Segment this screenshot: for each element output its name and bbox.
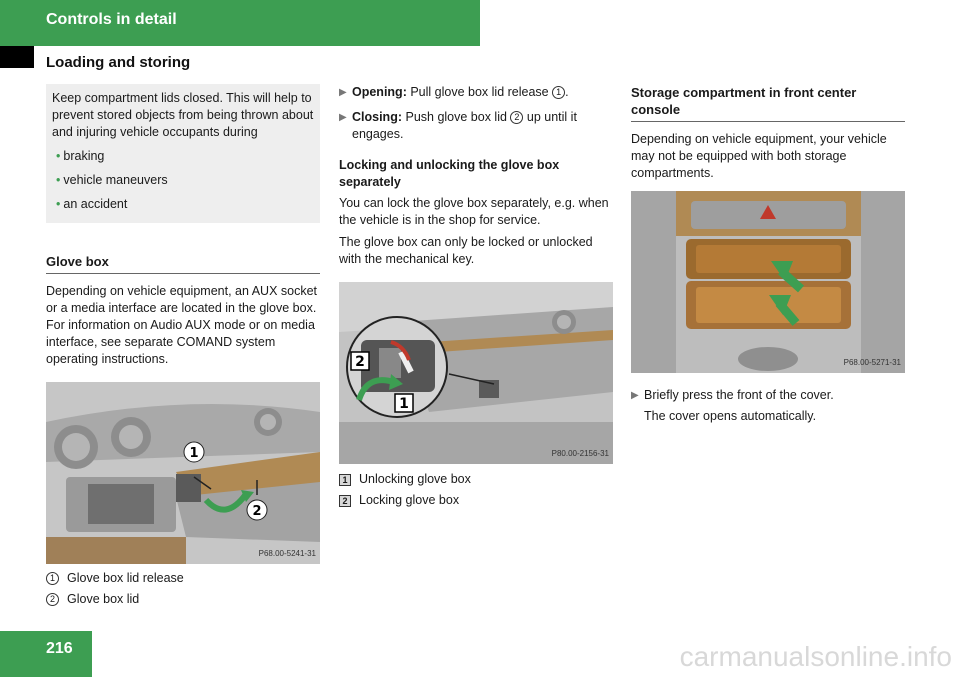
console-illustration: [631, 191, 905, 373]
svg-text:1: 1: [399, 396, 409, 412]
closing-step: ▶Closing: Push glove box lid 2 up until …: [339, 110, 577, 141]
callout-number: 2: [510, 111, 524, 124]
bullet-icon: •: [56, 149, 61, 163]
column-left: Keep compartment lids closed. This will …: [46, 84, 320, 612]
callout-number: 2: [339, 494, 351, 507]
locking-text: You can lock the glove box separately, e…: [339, 196, 609, 227]
center-console-photo: P68.00-5271-31: [631, 191, 905, 373]
step-result: The cover opens automatically.: [644, 409, 817, 423]
glove-box-lock-photo: 2 1 P80.00-2156-31: [339, 282, 613, 464]
header-bar: [0, 0, 480, 46]
locking-heading: Locking and unlocking the glove box sepa…: [339, 158, 560, 189]
arrow-icon: ▶: [339, 87, 347, 98]
column-middle: ▶Opening: Pull glove box lid release 1. …: [339, 84, 613, 513]
page-title: Loading and storing: [46, 54, 191, 71]
arrow-icon: ▶: [631, 390, 639, 401]
callout-number: 2: [46, 593, 59, 606]
photo-code: P68.00-5271-31: [843, 358, 901, 367]
header-marker: [0, 46, 34, 68]
page-number-box: [0, 631, 92, 677]
glove-box-photo: 1 2 P68.00-5241-31: [46, 382, 320, 564]
opening-step: ▶Opening: Pull glove box lid release 1.: [339, 85, 569, 99]
dashboard-illustration: 1 2: [46, 382, 320, 564]
svg-text:2: 2: [252, 504, 261, 519]
glove-box-text: Depending on vehicle equipment, an AUX s…: [46, 284, 318, 366]
section-title: Controls in detail: [46, 11, 177, 28]
storage-heading: Storage compartment in front center cons…: [631, 84, 905, 122]
svg-text:2: 2: [355, 354, 365, 370]
press-step: ▶Briefly press the front of the cover.: [631, 388, 834, 402]
page-number: 216: [46, 640, 73, 657]
photo-code: P68.00-5241-31: [258, 549, 316, 558]
warning-note: Keep compartment lids closed. This will …: [46, 84, 320, 223]
callout-number: 1: [339, 473, 351, 486]
note-bullet: •vehicle maneuvers: [56, 173, 168, 187]
lock-illustration: 2 1: [339, 282, 613, 464]
note-text: Keep compartment lids closed. This will …: [52, 91, 314, 139]
locking-key-text: The glove box can only be locked or unlo…: [339, 235, 593, 266]
column-right: Storage compartment in front center cons…: [631, 84, 905, 430]
bullet-icon: •: [56, 173, 61, 187]
storage-text: Depending on vehicle equipment, your veh…: [631, 132, 887, 180]
bullet-icon: •: [56, 197, 61, 211]
callout-number: 1: [552, 86, 566, 99]
watermark: carmanualsonline.info: [679, 641, 952, 672]
svg-text:1: 1: [189, 446, 198, 461]
photo-code: P80.00-2156-31: [551, 449, 609, 458]
note-bullet: •an accident: [56, 197, 128, 211]
arrow-icon: ▶: [339, 112, 347, 123]
note-bullet: •braking: [56, 149, 105, 163]
glove-box-heading: Glove box: [46, 253, 320, 274]
callout-number: 1: [46, 572, 59, 585]
